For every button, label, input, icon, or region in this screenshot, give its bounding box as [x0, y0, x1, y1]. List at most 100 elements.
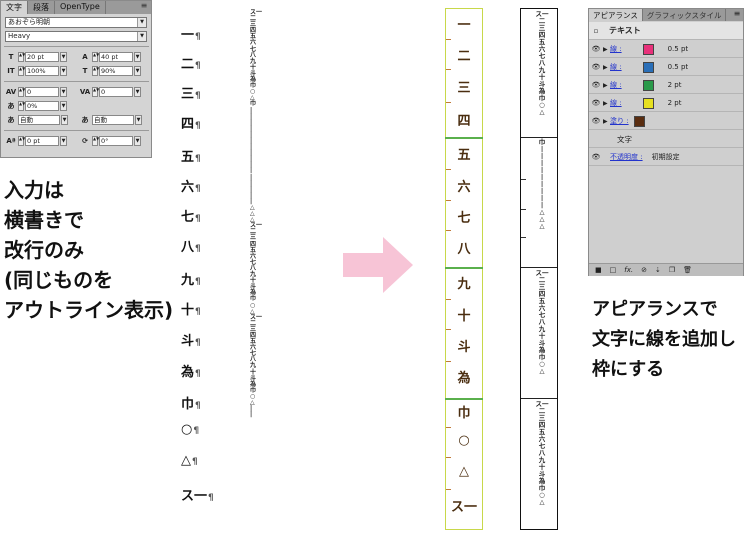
aki-right-value[interactable]: 自動: [92, 114, 134, 125]
tab-opentype[interactable]: OpenType: [55, 1, 106, 14]
box-separator: [521, 137, 557, 138]
opacity-row[interactable]: 👁 不透明度 : 初期設定: [589, 149, 743, 166]
stroke-link[interactable]: 線 :: [610, 99, 622, 107]
eye-icon[interactable]: 👁: [591, 153, 601, 161]
vertical-scale-value[interactable]: 100%: [25, 65, 59, 76]
characters-row[interactable]: 文字: [589, 131, 743, 148]
disclosure-triangle-icon[interactable]: ▶: [603, 81, 608, 89]
chevron-down-icon[interactable]: ▼: [60, 135, 67, 146]
stroke-weight: 0.5 pt: [667, 45, 689, 53]
baseline-shift-value[interactable]: 0 pt: [25, 135, 59, 146]
reduce-icon[interactable]: ⇣: [654, 266, 661, 274]
text-object-icon: ▫: [593, 26, 599, 35]
font-style-select[interactable]: Heavy ▼: [5, 31, 147, 42]
font-size-field[interactable]: T▲▼ 20 pt▼: [5, 51, 67, 62]
clear-icon[interactable]: ⊘: [641, 266, 647, 274]
spinner-icon[interactable]: ▲▼: [92, 65, 99, 76]
add-effect-icon[interactable]: fx.: [624, 266, 634, 274]
stroke-swatch[interactable]: [642, 97, 654, 109]
stroke-link[interactable]: 線 :: [610, 45, 622, 53]
panel-menu-icon[interactable]: ≡: [140, 1, 148, 10]
add-fill-icon[interactable]: □: [609, 266, 617, 274]
fill-row[interactable]: 👁▶ 塗り :: [589, 113, 743, 130]
leading-value[interactable]: 40 pt: [99, 51, 133, 62]
chevron-down-icon[interactable]: ▼: [60, 86, 67, 97]
chevron-down-icon[interactable]: ▼: [134, 65, 141, 76]
disclosure-triangle-icon[interactable]: ▶: [603, 63, 608, 71]
stroke-swatch[interactable]: [642, 79, 654, 91]
spinner-icon[interactable]: ▲▼: [18, 86, 25, 97]
stroke-row[interactable]: 👁▶ 線 : 0.5 pt: [589, 41, 743, 58]
delete-icon[interactable]: 🗑: [683, 266, 693, 274]
horizontal-scale-value[interactable]: 90%: [99, 65, 133, 76]
tracking-value[interactable]: 0: [99, 86, 133, 97]
tsume-value[interactable]: 0%: [25, 100, 59, 111]
font-size-value[interactable]: 20 pt: [25, 51, 59, 62]
chevron-down-icon[interactable]: ▼: [60, 100, 67, 111]
tab-character[interactable]: 文字: [1, 1, 28, 14]
tracking-field[interactable]: VA▲▼ 0▼: [79, 86, 141, 97]
opacity-link[interactable]: 不透明度 :: [610, 153, 643, 161]
chevron-down-icon[interactable]: ▼: [60, 65, 67, 76]
font-family-select[interactable]: あおぞら明朝 ▼: [5, 17, 147, 28]
tick: [446, 361, 451, 362]
tsume-field[interactable]: あ▲▼ 0%▼: [5, 100, 67, 111]
eye-icon[interactable]: 👁: [591, 81, 601, 89]
leading-icon: A: [82, 52, 88, 61]
duplicate-icon[interactable]: ❐: [668, 266, 676, 274]
eye-icon[interactable]: 👁: [591, 117, 601, 125]
stroke-row[interactable]: 👁▶ 線 : 2 pt: [589, 77, 743, 94]
stroke-row[interactable]: 👁▶ 線 : 0.5 pt: [589, 59, 743, 76]
stroke-swatch[interactable]: [642, 43, 654, 55]
panel-menu-icon[interactable]: ≡: [733, 9, 741, 18]
leading-field[interactable]: A ▲▼ 40 pt▼: [79, 51, 141, 62]
tick: [446, 299, 451, 300]
stroke-link[interactable]: 線 :: [610, 63, 622, 71]
disclosure-triangle-icon[interactable]: ▶: [603, 99, 608, 107]
chevron-down-icon[interactable]: ▼: [134, 135, 141, 146]
kerning-field[interactable]: AV▲▼ 0▼: [5, 86, 67, 97]
add-stroke-icon[interactable]: ■: [595, 266, 602, 274]
spinner-icon[interactable]: ▲▼: [18, 135, 25, 146]
aki-left-value[interactable]: 自動: [18, 114, 60, 125]
fill-swatch[interactable]: [633, 115, 645, 127]
frame-cell: 五: [457, 148, 471, 163]
aki-right-field[interactable]: あ 自動▼: [79, 114, 142, 125]
horizontal-scale-field[interactable]: T▲▼ 90%▼: [79, 65, 141, 76]
disclosure-triangle-icon[interactable]: ▶: [603, 117, 608, 125]
chevron-down-icon[interactable]: ▼: [60, 51, 67, 62]
spinner-icon[interactable]: ▲▼: [18, 65, 25, 76]
tab-appearance[interactable]: アピアランス: [589, 9, 643, 21]
rotation-field[interactable]: ⟳▲▼ 0°▼: [79, 135, 141, 146]
spinner-icon[interactable]: ▲▼: [18, 51, 25, 62]
kanji-item: 九¶: [181, 273, 201, 288]
vertical-scale-field[interactable]: IT▲▼ 100%▼: [5, 65, 67, 76]
eye-icon[interactable]: 👁: [591, 99, 601, 107]
eye-icon[interactable]: 👁: [591, 45, 601, 53]
frame-cell: 巾: [457, 406, 471, 421]
aki-left-field[interactable]: あ 自動▼: [5, 114, 68, 125]
disclosure-triangle-icon[interactable]: ▶: [603, 45, 608, 53]
spinner-icon[interactable]: ▲▼: [92, 86, 99, 97]
tick: [446, 169, 451, 170]
chevron-down-icon[interactable]: ▼: [134, 86, 141, 97]
spinner-icon[interactable]: ▲▼: [92, 51, 99, 62]
stroke-swatch[interactable]: [642, 61, 654, 73]
eye-icon[interactable]: 👁: [591, 63, 601, 71]
chevron-down-icon[interactable]: ▼: [135, 114, 142, 125]
frame-cell: 一: [457, 18, 471, 33]
kerning-value[interactable]: 0: [25, 86, 59, 97]
tick: [446, 69, 451, 70]
tab-graphic-styles[interactable]: グラフィックスタイル: [643, 9, 727, 21]
tab-paragraph[interactable]: 段落: [28, 1, 55, 14]
spinner-icon[interactable]: ▲▼: [18, 100, 25, 111]
fill-link[interactable]: 塗り :: [610, 117, 629, 125]
stroke-row[interactable]: 👁▶ 線 : 2 pt: [589, 95, 743, 112]
chevron-down-icon[interactable]: ▼: [61, 114, 68, 125]
chevron-down-icon[interactable]: ▼: [134, 51, 141, 62]
stroke-link[interactable]: 線 :: [610, 81, 622, 89]
spinner-icon[interactable]: ▲▼: [92, 135, 99, 146]
rotation-value[interactable]: 0°: [99, 135, 133, 146]
baseline-shift-field[interactable]: Aª▲▼ 0 pt▼: [5, 135, 67, 146]
kerning-icon: AV: [5, 87, 17, 96]
